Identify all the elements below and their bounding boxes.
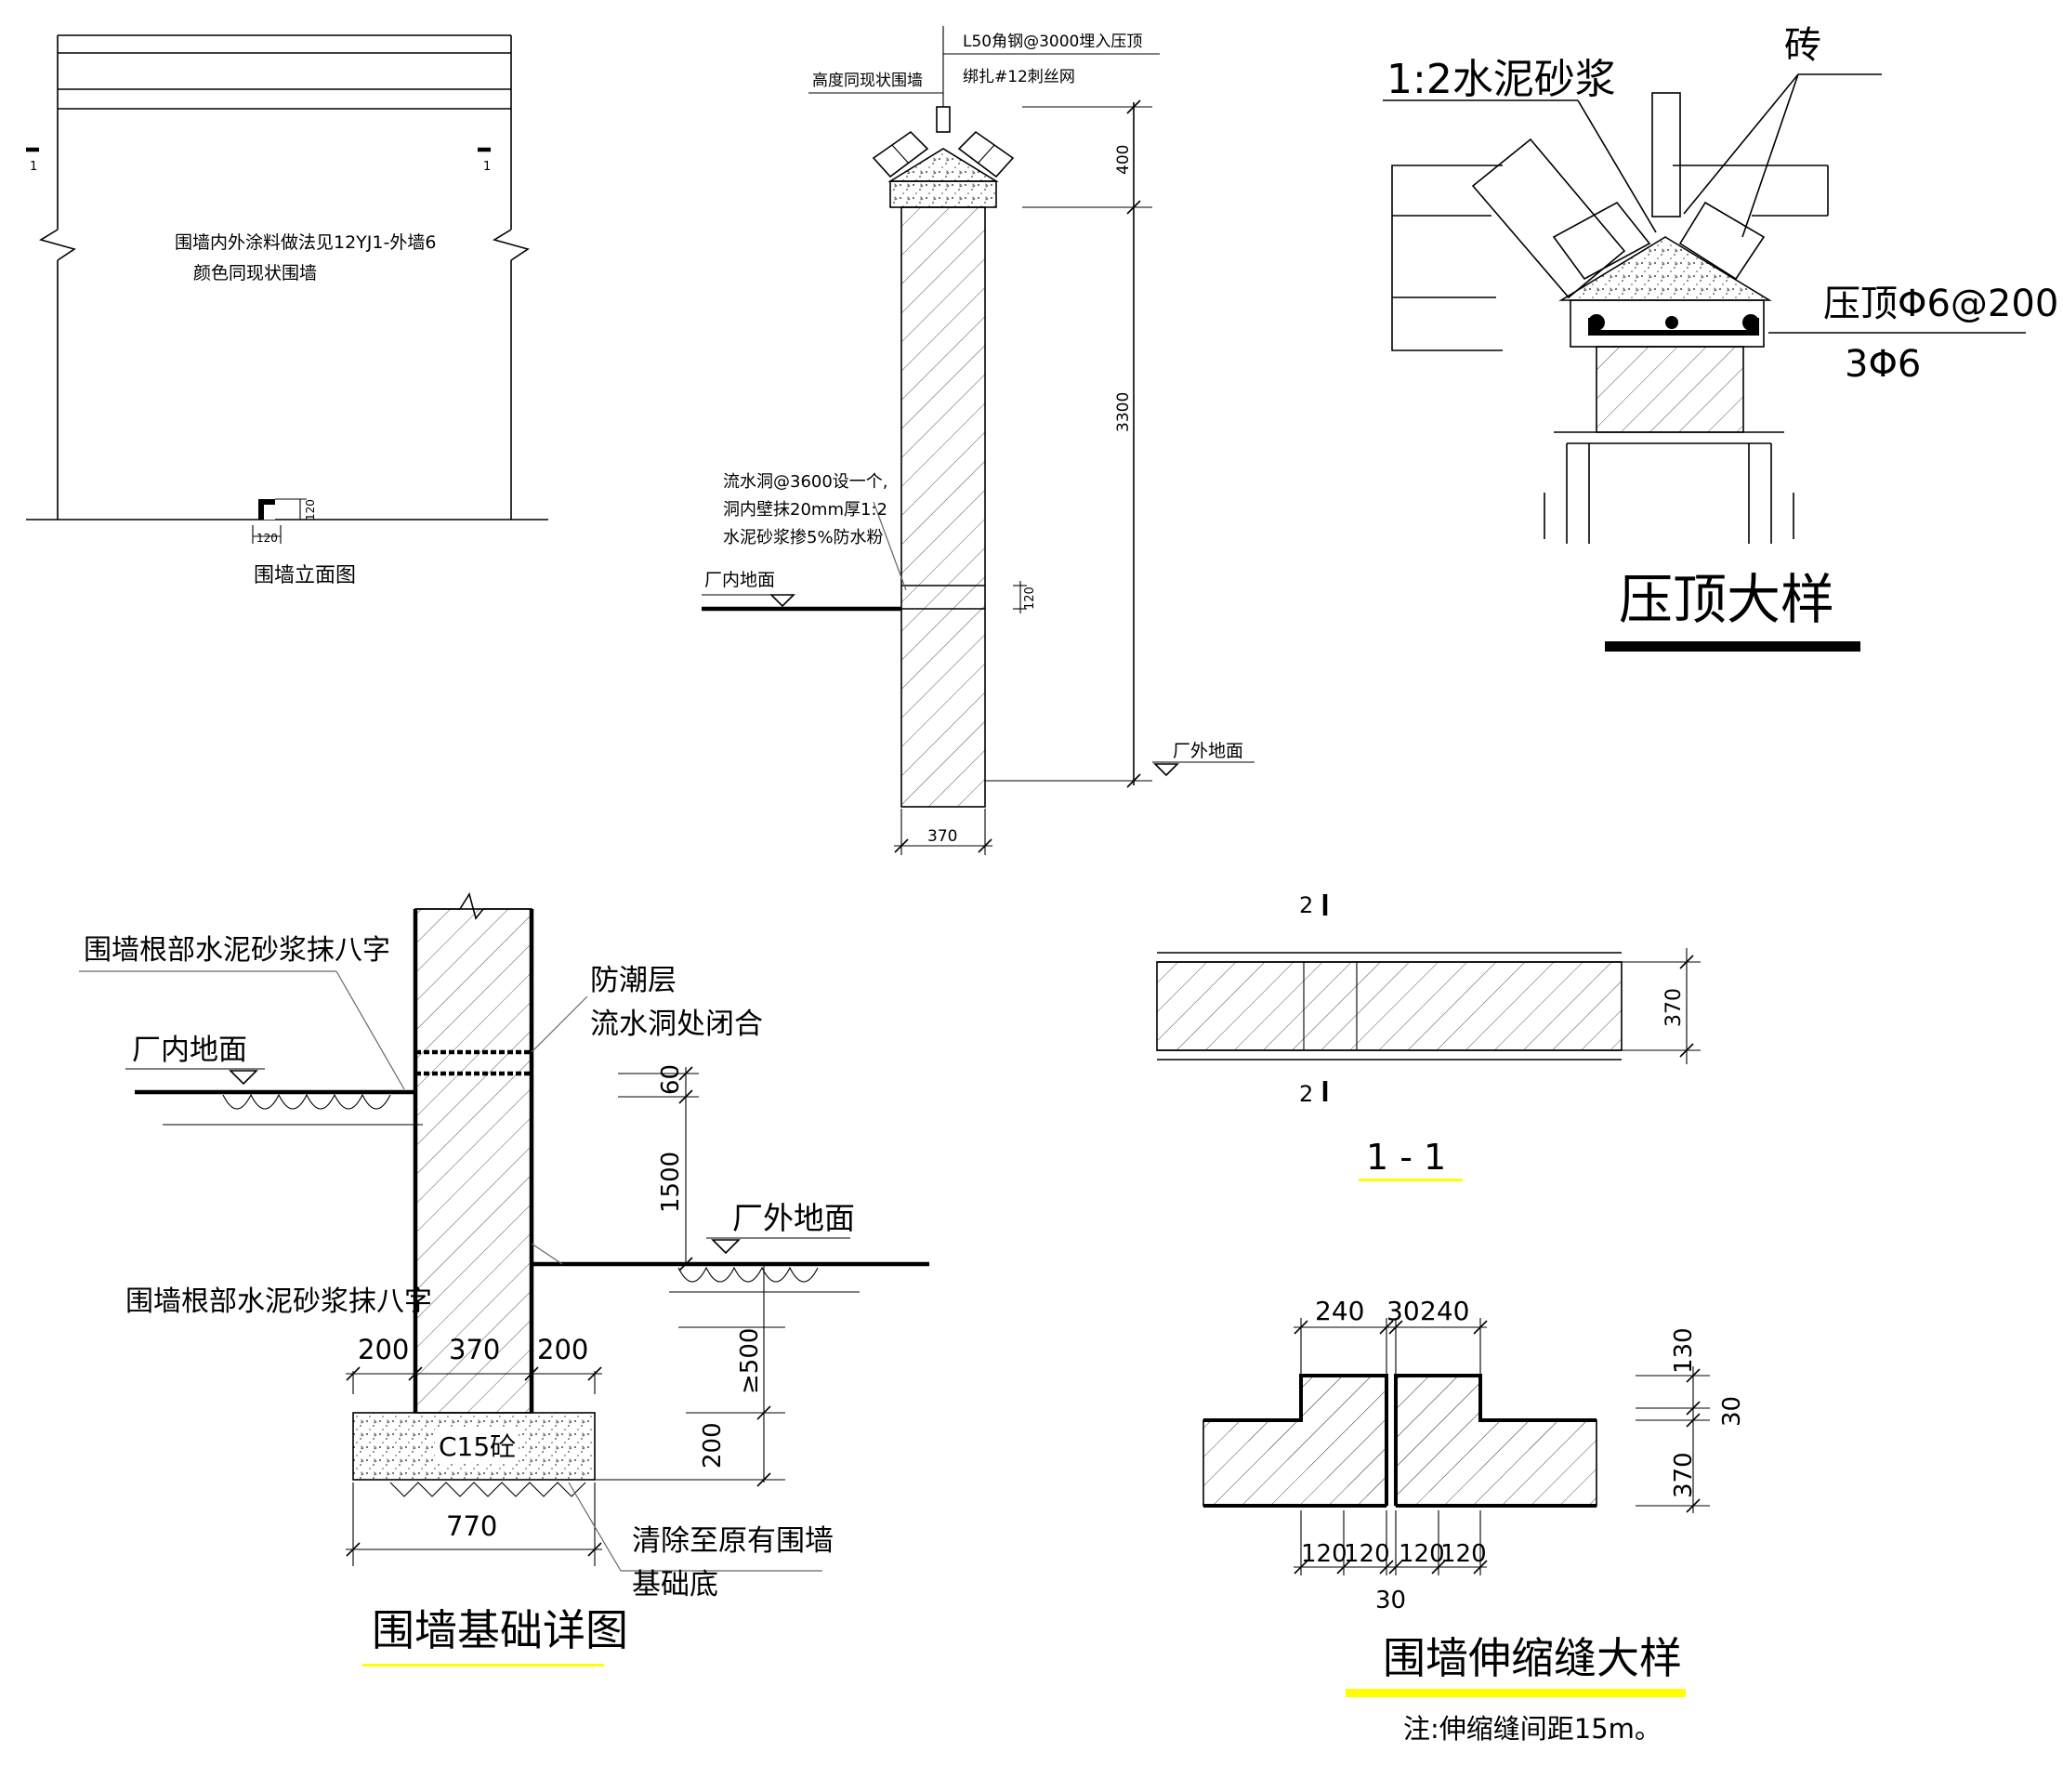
label-outer-ground: 厂外地面 [1173,741,1243,761]
fdn-dim-200-left: 200 [358,1334,409,1365]
joint-dim-120-a: 120 [1301,1540,1347,1568]
joint-dim-130: 130 [1670,1327,1698,1374]
angle-steel-post [936,106,951,133]
fdn-dim-500: ≥500 [736,1328,764,1394]
section-11-title: 1 - 1 [1366,1137,1446,1178]
section-mark-2-bottom: 2 [1299,1081,1313,1107]
section-mark-left: 1 [30,160,37,174]
elevation-note-color: 颜色同现状围墙 [193,263,317,283]
fdn-dim-60: 60 [657,1064,685,1095]
section-mark-right: 1 [483,160,491,174]
foundation-title: 围墙基础详图 [372,1605,628,1655]
joint-note: 注:伸缩缝间距15m。 [1403,1713,1662,1745]
fdn-dim-200-v: 200 [699,1422,727,1469]
cap-concrete [889,180,997,208]
joint-dim-240-left: 240 [1315,1296,1364,1326]
dim-cap-400: 400 [1114,145,1133,175]
wall-body [900,206,986,808]
fdn-dim-370: 370 [449,1334,500,1365]
fdn-dim-770: 770 [446,1510,497,1542]
elevation-dim-hole-h: 120 [304,499,317,520]
fdn-label-inner-ground: 厂内地面 [132,1034,247,1067]
dim-hole-120: 120 [1023,586,1037,610]
joint-dim-120-b: 120 [1344,1540,1390,1568]
drain-note-2: 洞内壁抹20mm厚1:2 [723,500,887,520]
section-1-1-view: 2 2 370 1 - 1 [1156,892,1701,1181]
fdn-dim-200-right: 200 [537,1334,588,1365]
joint-dim-240-right: 240 [1420,1296,1469,1326]
wall-section-view: L50角钢@3000埋入压顶 绑扎#12刺丝网 高度同现状围墙 400 3300… [702,26,1255,855]
label-brick: 砖 [1784,24,1821,67]
label-mortar: 1:2水泥砂浆 [1386,56,1616,103]
fdn-label-dpc-note: 流水洞处闭合 [590,1008,763,1041]
joint-dim-370: 370 [1670,1452,1698,1498]
cap-detail-title: 压顶大样 [1619,568,1834,631]
joint-dim-120-c: 120 [1399,1540,1445,1568]
fdn-note-bottom: 围墙根部水泥砂浆抹八字 [125,1285,432,1318]
fdn-label-outer-ground: 厂外地面 [732,1200,855,1236]
drain-note-3: 水泥砂浆掺5%防水粉 [723,528,884,547]
joint-dim-30-top: 30 [1386,1296,1420,1326]
fdn-note-top: 围墙根部水泥砂浆抹八字 [84,934,390,967]
cap-detail-view: 1:2水泥砂浆 砖 压顶Φ6@200 3Φ6 压顶大样 [1383,24,2058,652]
elevation-title: 围墙立面图 [254,564,356,587]
elevation-note-paint: 围墙内外涂料做法见12YJ1-外墙6 [175,232,436,253]
note-barbed-wire: 绑扎#12刺丝网 [963,68,1075,86]
dim-width-370: 370 [927,827,957,846]
fdn-note-clear-1: 清除至原有围墙 [632,1524,834,1558]
drain-note-1: 流水洞@3600设一个, [723,472,888,492]
foundation-detail-view: 厂内地面 围墙根部水泥砂浆抹八字 防潮层 流水洞处闭合 厂外地面 围墙根部水泥砂… [79,892,929,1667]
elevation-view: 1 1 围墙内外涂料做法见12YJ1-外墙6 颜色同现状围墙 120 120 围… [26,34,548,587]
label-inner-ground: 厂内地面 [704,570,775,590]
elevation-dim-hole-w: 120 [256,532,278,545]
fdn-label-dpc: 防潮层 [590,964,677,997]
note-angle-steel: L50角钢@3000埋入压顶 [963,33,1142,51]
joint-title: 围墙伸缩缝大样 [1383,1633,1682,1683]
dim-wall-3300: 3300 [1114,392,1133,432]
label-rebar: 压顶Φ6@200 [1823,283,2058,325]
joint-dim-30-side: 30 [1718,1396,1746,1427]
section-11-dim-370: 370 [1662,988,1686,1027]
joint-dim-120-d: 120 [1440,1540,1487,1568]
fdn-label-concrete: C15砼 [439,1431,516,1462]
section-mark-2-top: 2 [1299,892,1313,918]
expansion-joint-view: 240 30 240 130 30 370 120 120 120 120 30 [1202,1296,1746,1745]
note-height: 高度同现状围墙 [812,72,923,90]
fdn-note-clear-2: 基础底 [632,1568,718,1601]
fdn-dim-1500: 1500 [657,1152,685,1213]
label-bars: 3Φ6 [1845,343,1921,386]
joint-dim-30-bottom: 30 [1375,1587,1406,1614]
